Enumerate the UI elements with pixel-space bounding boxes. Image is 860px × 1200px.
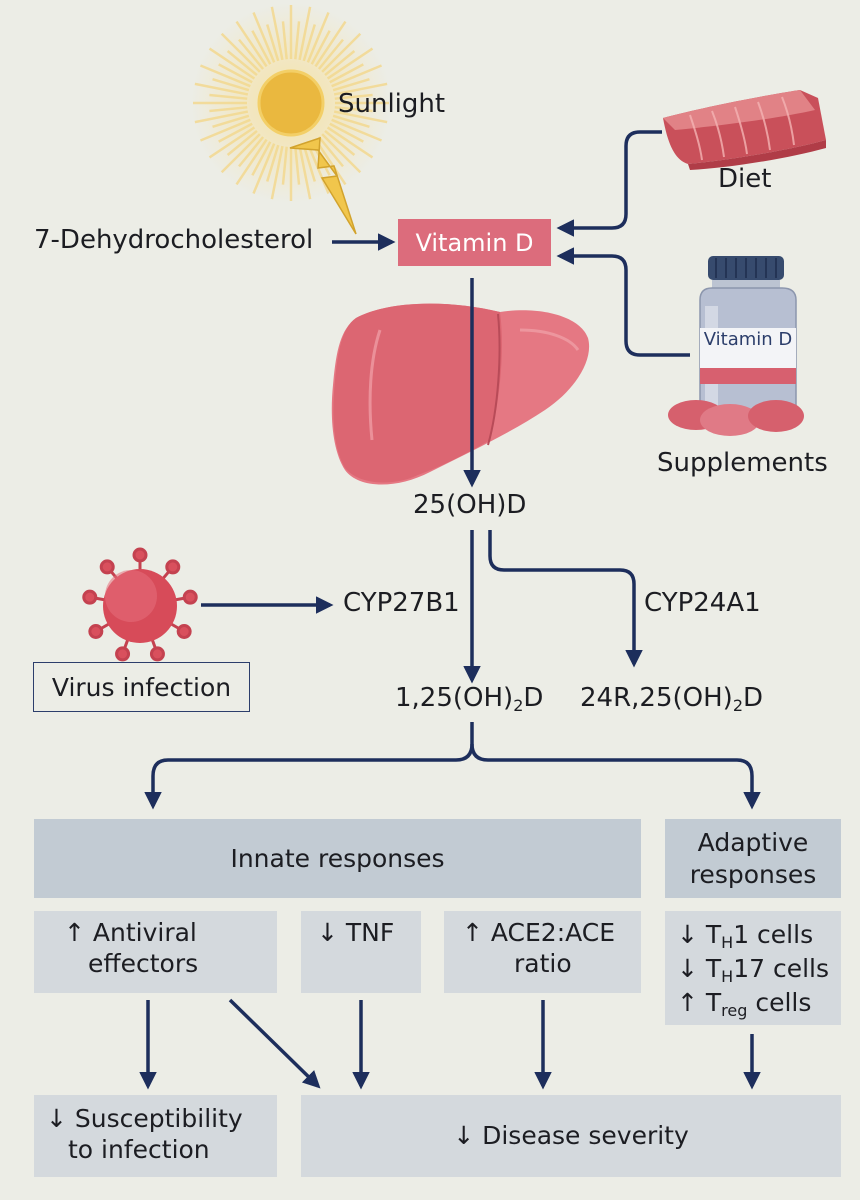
cyp24a1-label: CYP24A1 — [644, 588, 761, 618]
calcitriol-label: 1,25(OH)2D — [395, 683, 544, 715]
liver-icon — [331, 303, 590, 485]
calcitriol-prefix: 1,25(OH) — [395, 683, 514, 713]
tnf-panel: ↓ TNF — [301, 911, 421, 993]
innate-responses-panel: Innate responses — [34, 819, 641, 898]
antiviral-line-1: ↑ Antiviral — [64, 918, 197, 947]
calcitriol-suffix: D — [523, 683, 544, 713]
calcitriol-subscript: 2 — [513, 696, 524, 715]
supplements-label: Supplements — [657, 448, 828, 478]
cyp27b1-label: CYP27B1 — [343, 588, 460, 618]
th1-cells-line: ↓ TH1 cells — [677, 919, 829, 953]
susceptibility-line-1: ↓ Susceptibility — [46, 1104, 243, 1133]
adaptive-line-1: Adaptive — [697, 828, 809, 858]
susceptibility-panel: ↓ Susceptibility to infection — [34, 1095, 277, 1177]
antiviral-line-2: effectors — [88, 949, 199, 979]
disease-severity-label: ↓ Disease severity — [453, 1121, 689, 1151]
inactive-suffix: D — [743, 683, 764, 713]
susceptibility-line-2: to infection — [68, 1135, 210, 1165]
disease-severity-panel: ↓ Disease severity — [301, 1095, 841, 1177]
inactive-prefix: 24R,25(OH) — [580, 683, 733, 713]
treg-suffix: cells — [747, 988, 812, 1017]
innate-responses-label: Innate responses — [230, 843, 445, 873]
th17-suffix: 17 cells — [733, 954, 830, 983]
antiviral-effectors-panel: ↑ Antiviral effectors — [34, 911, 277, 993]
arrow-diet-to-vitamin-d — [556, 130, 662, 237]
treg-prefix: ↑ T — [677, 988, 722, 1017]
ace-ratio-panel: ↑ ACE2:ACE ratio — [444, 911, 641, 993]
virus-infection-box: Virus infection — [33, 662, 250, 712]
arrow-supplements-to-vitamin-d — [556, 247, 690, 357]
treg-cells-line: ↑ Treg cells — [677, 987, 829, 1021]
inactive-metabolite-label: 24R,25(OH)2D — [580, 683, 764, 715]
precursor-label: 7-Dehydrocholesterol — [34, 225, 314, 255]
th1-subscript: H — [721, 933, 734, 952]
sun-icon — [191, 3, 391, 203]
tnf-label: ↓ TNF — [317, 918, 395, 947]
th1-suffix: 1 cells — [733, 920, 814, 949]
arrow-antiviral-to-severity — [228, 998, 321, 1089]
adaptive-line-2: responses — [689, 859, 817, 889]
th17-subscript: H — [721, 967, 734, 986]
arrow-calcidiol-to-inactive — [488, 530, 643, 668]
salmon-fillet-icon — [663, 90, 826, 170]
th1-prefix: ↓ T — [677, 920, 722, 949]
treg-subscript: reg — [721, 1001, 748, 1020]
ace-line-2: ratio — [514, 949, 572, 979]
adaptive-responses-panel: Adaptive responses — [665, 819, 841, 898]
pathway-arrows — [139, 130, 761, 1090]
pill-icon — [748, 400, 804, 432]
diet-label: Diet — [718, 164, 772, 194]
th17-prefix: ↓ T — [677, 954, 722, 983]
inactive-subscript: 2 — [732, 696, 743, 715]
lightning-bolt-icon — [289, 136, 357, 235]
th17-cells-line: ↓ TH17 cells — [677, 953, 829, 987]
supplement-bottle-label: Vitamin D — [703, 329, 793, 350]
supplement-bottle-icon — [699, 256, 797, 421]
adaptive-cells-panel: ↓ TH1 cells ↓ TH17 cells ↑ Treg cells — [665, 911, 841, 1025]
sunlight-label: Sunlight — [338, 89, 446, 119]
vitamin-d-box: Vitamin D — [398, 219, 551, 266]
arrow-to-adaptive — [470, 743, 761, 810]
virus-icon — [82, 547, 198, 662]
arrow-to-innate — [144, 722, 474, 810]
ace-line-1: ↑ ACE2:ACE — [462, 918, 616, 947]
calcidiol-label: 25(OH)D — [413, 490, 527, 520]
